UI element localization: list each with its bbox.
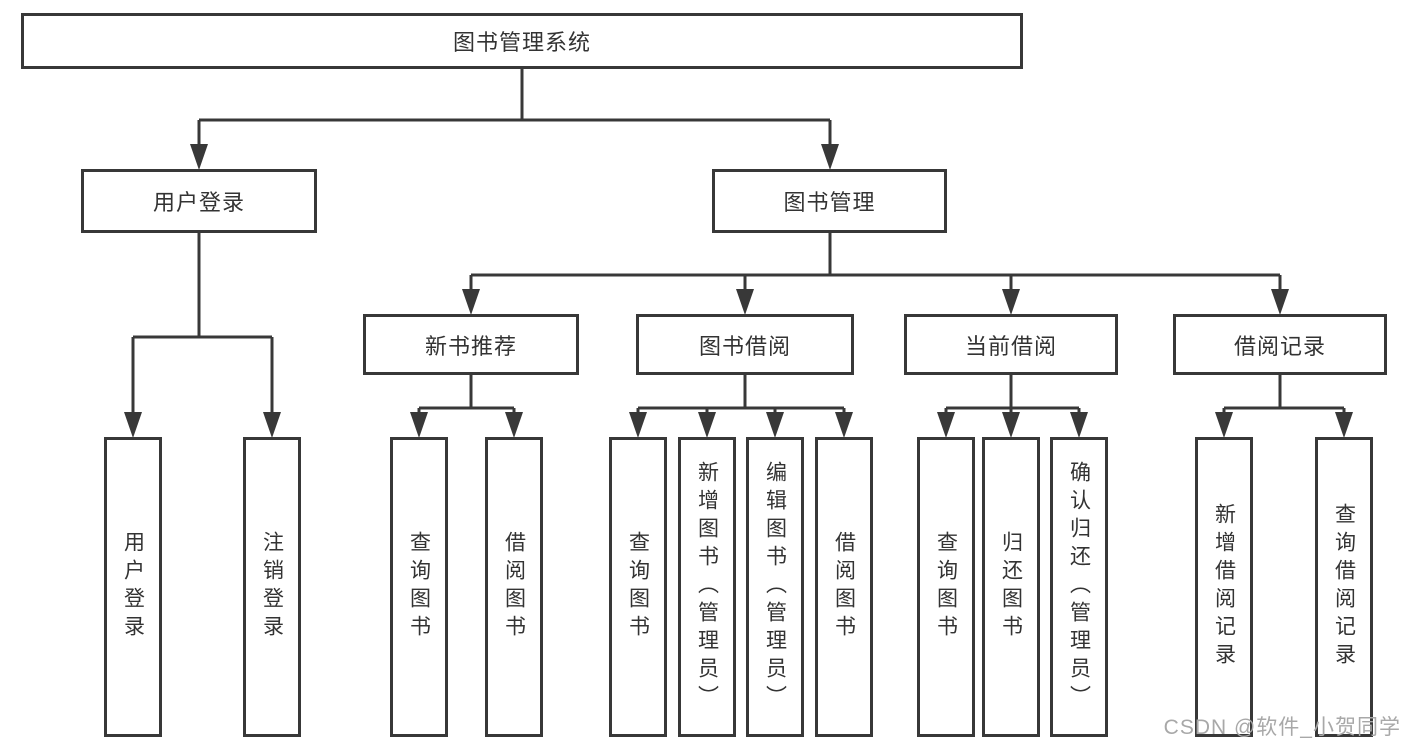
leaf-query-books-recommend: 查询图书 (390, 437, 448, 737)
node-root-label: 图书管理系统 (452, 30, 591, 55)
leaf-confirm-return-admin: 确认归还（管理员） (1050, 437, 1108, 737)
leaf-borrow-books: 借阅图书 (815, 437, 873, 737)
leaf-borrow-books-recommend-label: 借阅图书 (502, 531, 526, 643)
leaf-borrow-books-label: 借阅图书 (832, 531, 856, 643)
leaf-confirm-return-admin-label: 确认归还（管理员） (1067, 461, 1091, 713)
leaf-add-borrow-record-label: 新增借阅记录 (1212, 503, 1236, 671)
leaf-borrow-books-recommend: 借阅图书 (485, 437, 543, 737)
node-book-borrow: 图书借阅 (636, 314, 854, 375)
leaf-query-books-borrow-label: 查询图书 (626, 531, 650, 643)
node-book-management: 图书管理 (712, 169, 947, 233)
node-borrow-records: 借阅记录 (1173, 314, 1387, 375)
leaf-query-books-current: 查询图书 (917, 437, 975, 737)
leaf-add-book-admin: 新增图书（管理员） (678, 437, 736, 737)
leaf-edit-book-admin-label: 编辑图书（管理员） (763, 461, 787, 713)
leaf-query-borrow-record: 查询借阅记录 (1315, 437, 1373, 737)
leaf-return-book-label: 归还图书 (999, 531, 1023, 643)
node-borrow-records-label: 借阅记录 (1233, 333, 1326, 359)
node-user-login-branch: 用户登录 (81, 169, 317, 233)
leaf-query-borrow-record-label: 查询借阅记录 (1332, 503, 1356, 671)
leaf-logout-label: 注销登录 (260, 531, 284, 643)
leaf-user-login-label: 用户登录 (121, 531, 145, 643)
leaf-logout: 注销登录 (243, 437, 301, 737)
leaf-return-book: 归还图书 (982, 437, 1040, 737)
node-current-borrow: 当前借阅 (904, 314, 1118, 375)
node-book-borrow-label: 图书借阅 (698, 333, 791, 359)
node-new-book-recommend: 新书推荐 (363, 314, 579, 375)
leaf-add-book-admin-label: 新增图书（管理员） (695, 461, 719, 713)
node-user-login-branch-label: 用户登录 (152, 190, 245, 215)
csdn-watermark: CSDN @软件_小贺同学 (1163, 716, 1401, 739)
node-new-book-recommend-label: 新书推荐 (424, 333, 517, 359)
leaf-query-books-current-label: 查询图书 (934, 531, 958, 643)
leaf-query-books-borrow: 查询图书 (609, 437, 667, 737)
node-current-borrow-label: 当前借阅 (964, 333, 1057, 359)
node-root: 图书管理系统 (21, 13, 1023, 69)
leaf-edit-book-admin: 编辑图书（管理员） (746, 437, 804, 737)
node-book-management-label: 图书管理 (783, 190, 876, 215)
leaf-add-borrow-record: 新增借阅记录 (1195, 437, 1253, 737)
leaf-user-login: 用户登录 (104, 437, 162, 737)
leaf-query-books-recommend-label: 查询图书 (407, 531, 431, 643)
